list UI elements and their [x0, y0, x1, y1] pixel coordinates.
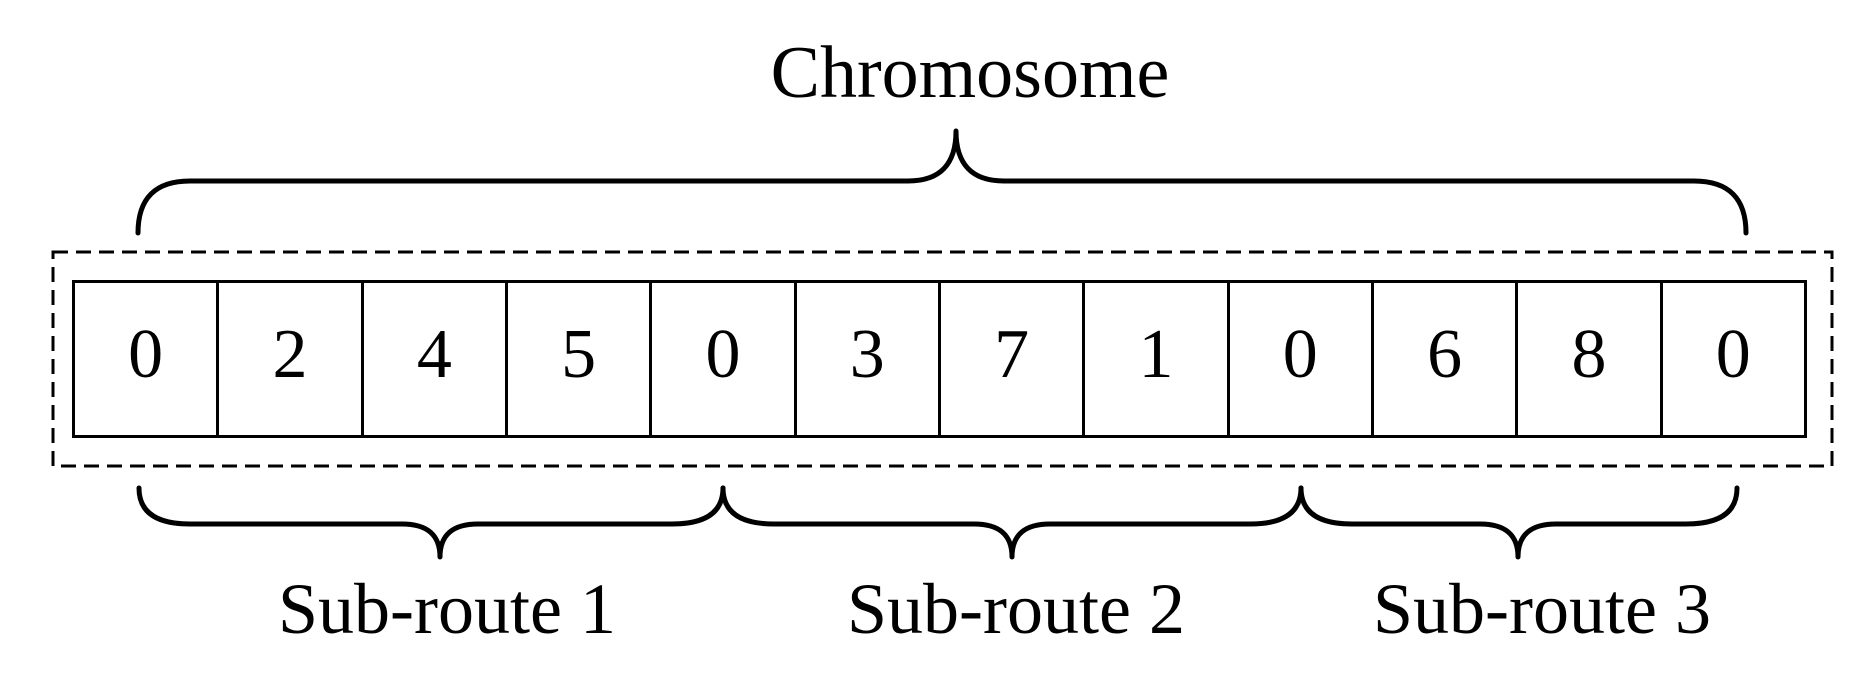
gene-cell: 8: [1518, 283, 1663, 435]
gene-cell: 2: [219, 283, 364, 435]
sub-route-3-label: Sub-route 3: [1373, 569, 1711, 649]
gene-cell: 4: [364, 283, 508, 435]
gene-cell: 3: [797, 283, 941, 435]
gene-array: 0 2 4 5 0 3 7 1 0 6 8 0: [72, 280, 1807, 438]
gene-cell: 1: [1085, 283, 1230, 435]
gene-cell: 0: [75, 283, 220, 435]
sub-route-2-brace: [720, 485, 1304, 560]
sub-route-2-label: Sub-route 2: [847, 569, 1185, 649]
gene-cell: 0: [652, 283, 797, 435]
chromosome-dashed-boundary: [51, 250, 1834, 468]
chromosome-title: Chromosome: [770, 32, 1170, 114]
gene-cell: 0: [1715, 316, 1751, 393]
gene-cell: 7: [941, 283, 1086, 435]
sub-route-1-brace: [136, 485, 726, 560]
gene-cell: 6: [1374, 283, 1519, 435]
gene-cell: 5: [508, 283, 653, 435]
chromosome-brace: [135, 128, 1749, 236]
sub-route-1-label: Sub-route 1: [278, 569, 616, 649]
gene-cell: 0: [1230, 283, 1374, 435]
sub-route-3-brace: [1298, 485, 1740, 560]
